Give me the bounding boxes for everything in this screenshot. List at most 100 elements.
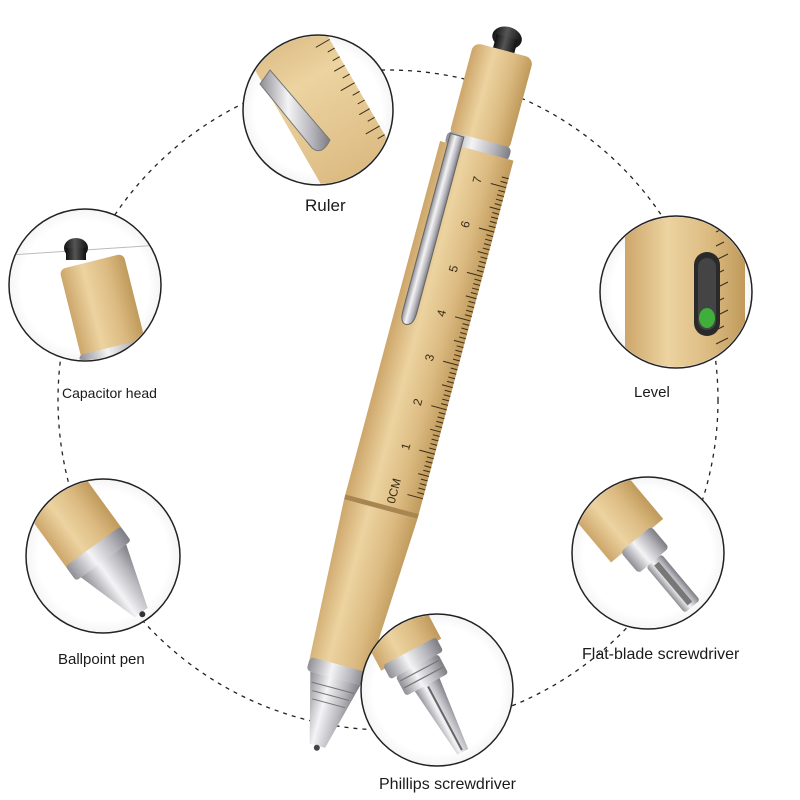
ruler-tick [467, 305, 475, 309]
ruler-tick [492, 212, 500, 215]
ruler-tick [482, 247, 490, 251]
ruler-tick [495, 198, 503, 202]
ruler-tick [477, 265, 485, 269]
ruler-tick [465, 295, 477, 300]
ruler-tick [485, 238, 493, 242]
ruler-number: 2 [410, 397, 425, 407]
ruler-tick [501, 176, 509, 180]
ruler-tick [455, 349, 463, 353]
label-phillips-screwdriver: Phillips screwdriver [379, 776, 516, 793]
ruler-tick [431, 438, 439, 442]
ballpoint-ball [313, 744, 320, 751]
ruler-tick [466, 271, 483, 278]
ruler-tick [437, 416, 445, 420]
ruler-tick [419, 483, 427, 486]
ballpoint-detail-circle [25, 478, 181, 634]
ruler-tick [444, 389, 452, 393]
ruler-tick [454, 316, 471, 322]
ruler-barrel [344, 140, 514, 517]
ruler-tick [429, 447, 437, 451]
ruler-number: 1 [398, 441, 413, 451]
ruler-tick [423, 469, 431, 473]
ruler-tick [426, 456, 434, 460]
ruler-numbers: 0CM 1 2 3 4 5 6 7 [384, 175, 485, 505]
ruler-tick [438, 411, 446, 415]
ruler-tick [432, 434, 440, 437]
ruler-tick [488, 225, 496, 229]
ruler-tick [461, 327, 469, 331]
ballpoint-cone [309, 671, 361, 748]
ruler-tick [479, 260, 487, 264]
ruler-tick [496, 194, 504, 198]
flat-blade-detail-circle [571, 476, 725, 630]
barrel-joint [344, 494, 419, 519]
ruler-tick [431, 405, 447, 411]
ruler-tick [500, 180, 508, 184]
ruler-tick [489, 220, 497, 224]
ruler-tick [419, 449, 435, 455]
ruler-tick [468, 300, 476, 304]
ruler-tick [471, 287, 479, 291]
ruler-number: 0CM [384, 477, 404, 505]
ruler-tick [458, 336, 466, 340]
label-level: Level [634, 384, 670, 401]
ruler-tick [424, 465, 432, 469]
ruler-tick [450, 367, 458, 371]
capacitor-head-detail-circle [8, 208, 162, 362]
ruler-number: 5 [446, 263, 461, 273]
ruler-tick [478, 227, 495, 233]
level-bubble [699, 308, 715, 328]
ruler-tick [498, 189, 506, 193]
ruler-tick [476, 269, 484, 273]
ruler-number: 3 [422, 352, 437, 362]
ruler-tick [474, 278, 482, 282]
ruler-tick [491, 216, 499, 220]
ruler-tick [418, 487, 426, 491]
ruler-tick [462, 323, 470, 326]
ruler-number: 6 [458, 219, 473, 229]
ruler-tick [466, 309, 474, 313]
ruler-number: 7 [470, 175, 485, 185]
label-ruler: Ruler [305, 196, 346, 215]
ruler-tick [418, 473, 429, 477]
upper-bamboo-cap [450, 44, 532, 150]
ruler-tick [441, 403, 449, 406]
ruler-tick [446, 380, 454, 384]
ruler-tick [454, 354, 462, 357]
ruler-scale [407, 176, 509, 500]
ruler-tick [490, 183, 507, 189]
stylus-neck [493, 33, 518, 54]
ruler-tick [441, 384, 453, 389]
ruler-tick [489, 206, 501, 211]
ruler-tick [435, 425, 443, 429]
ruler-tick [453, 339, 465, 344]
level-detail-circle [599, 215, 753, 369]
ruler-tick [425, 460, 433, 464]
ruler-tick [460, 332, 468, 335]
ruler-tick [430, 443, 438, 446]
ruler-tick [443, 394, 451, 397]
ruler-tick [494, 203, 502, 206]
ruler-detail-circle [242, 34, 394, 186]
lower-metal-ring [307, 657, 368, 686]
ruler-tick [456, 345, 464, 349]
label-capacitor-head: Capacitor head [62, 385, 157, 401]
ruler-tick [464, 314, 472, 318]
main-pen: 0CM 1 2 3 4 5 6 7 [307, 26, 532, 751]
ruler-tick [470, 292, 478, 295]
lower-bamboo-body [309, 499, 418, 675]
ruler-tick [480, 256, 488, 260]
ruler-tick [473, 283, 481, 286]
ruler-tick [449, 371, 457, 375]
ruler-tick [420, 478, 428, 482]
ruler-tick [417, 491, 425, 495]
label-flat-blade-screwdriver: Flat-blade screwdriver [582, 646, 740, 663]
phillips-detail-circle [360, 613, 514, 767]
ruler-tick [448, 376, 456, 380]
ruler-tick [442, 398, 450, 402]
ruler-tick [483, 243, 491, 246]
ruler-tick [443, 360, 459, 366]
ruler-number: 4 [434, 308, 449, 318]
dashed-orbit-circle [57, 69, 719, 731]
